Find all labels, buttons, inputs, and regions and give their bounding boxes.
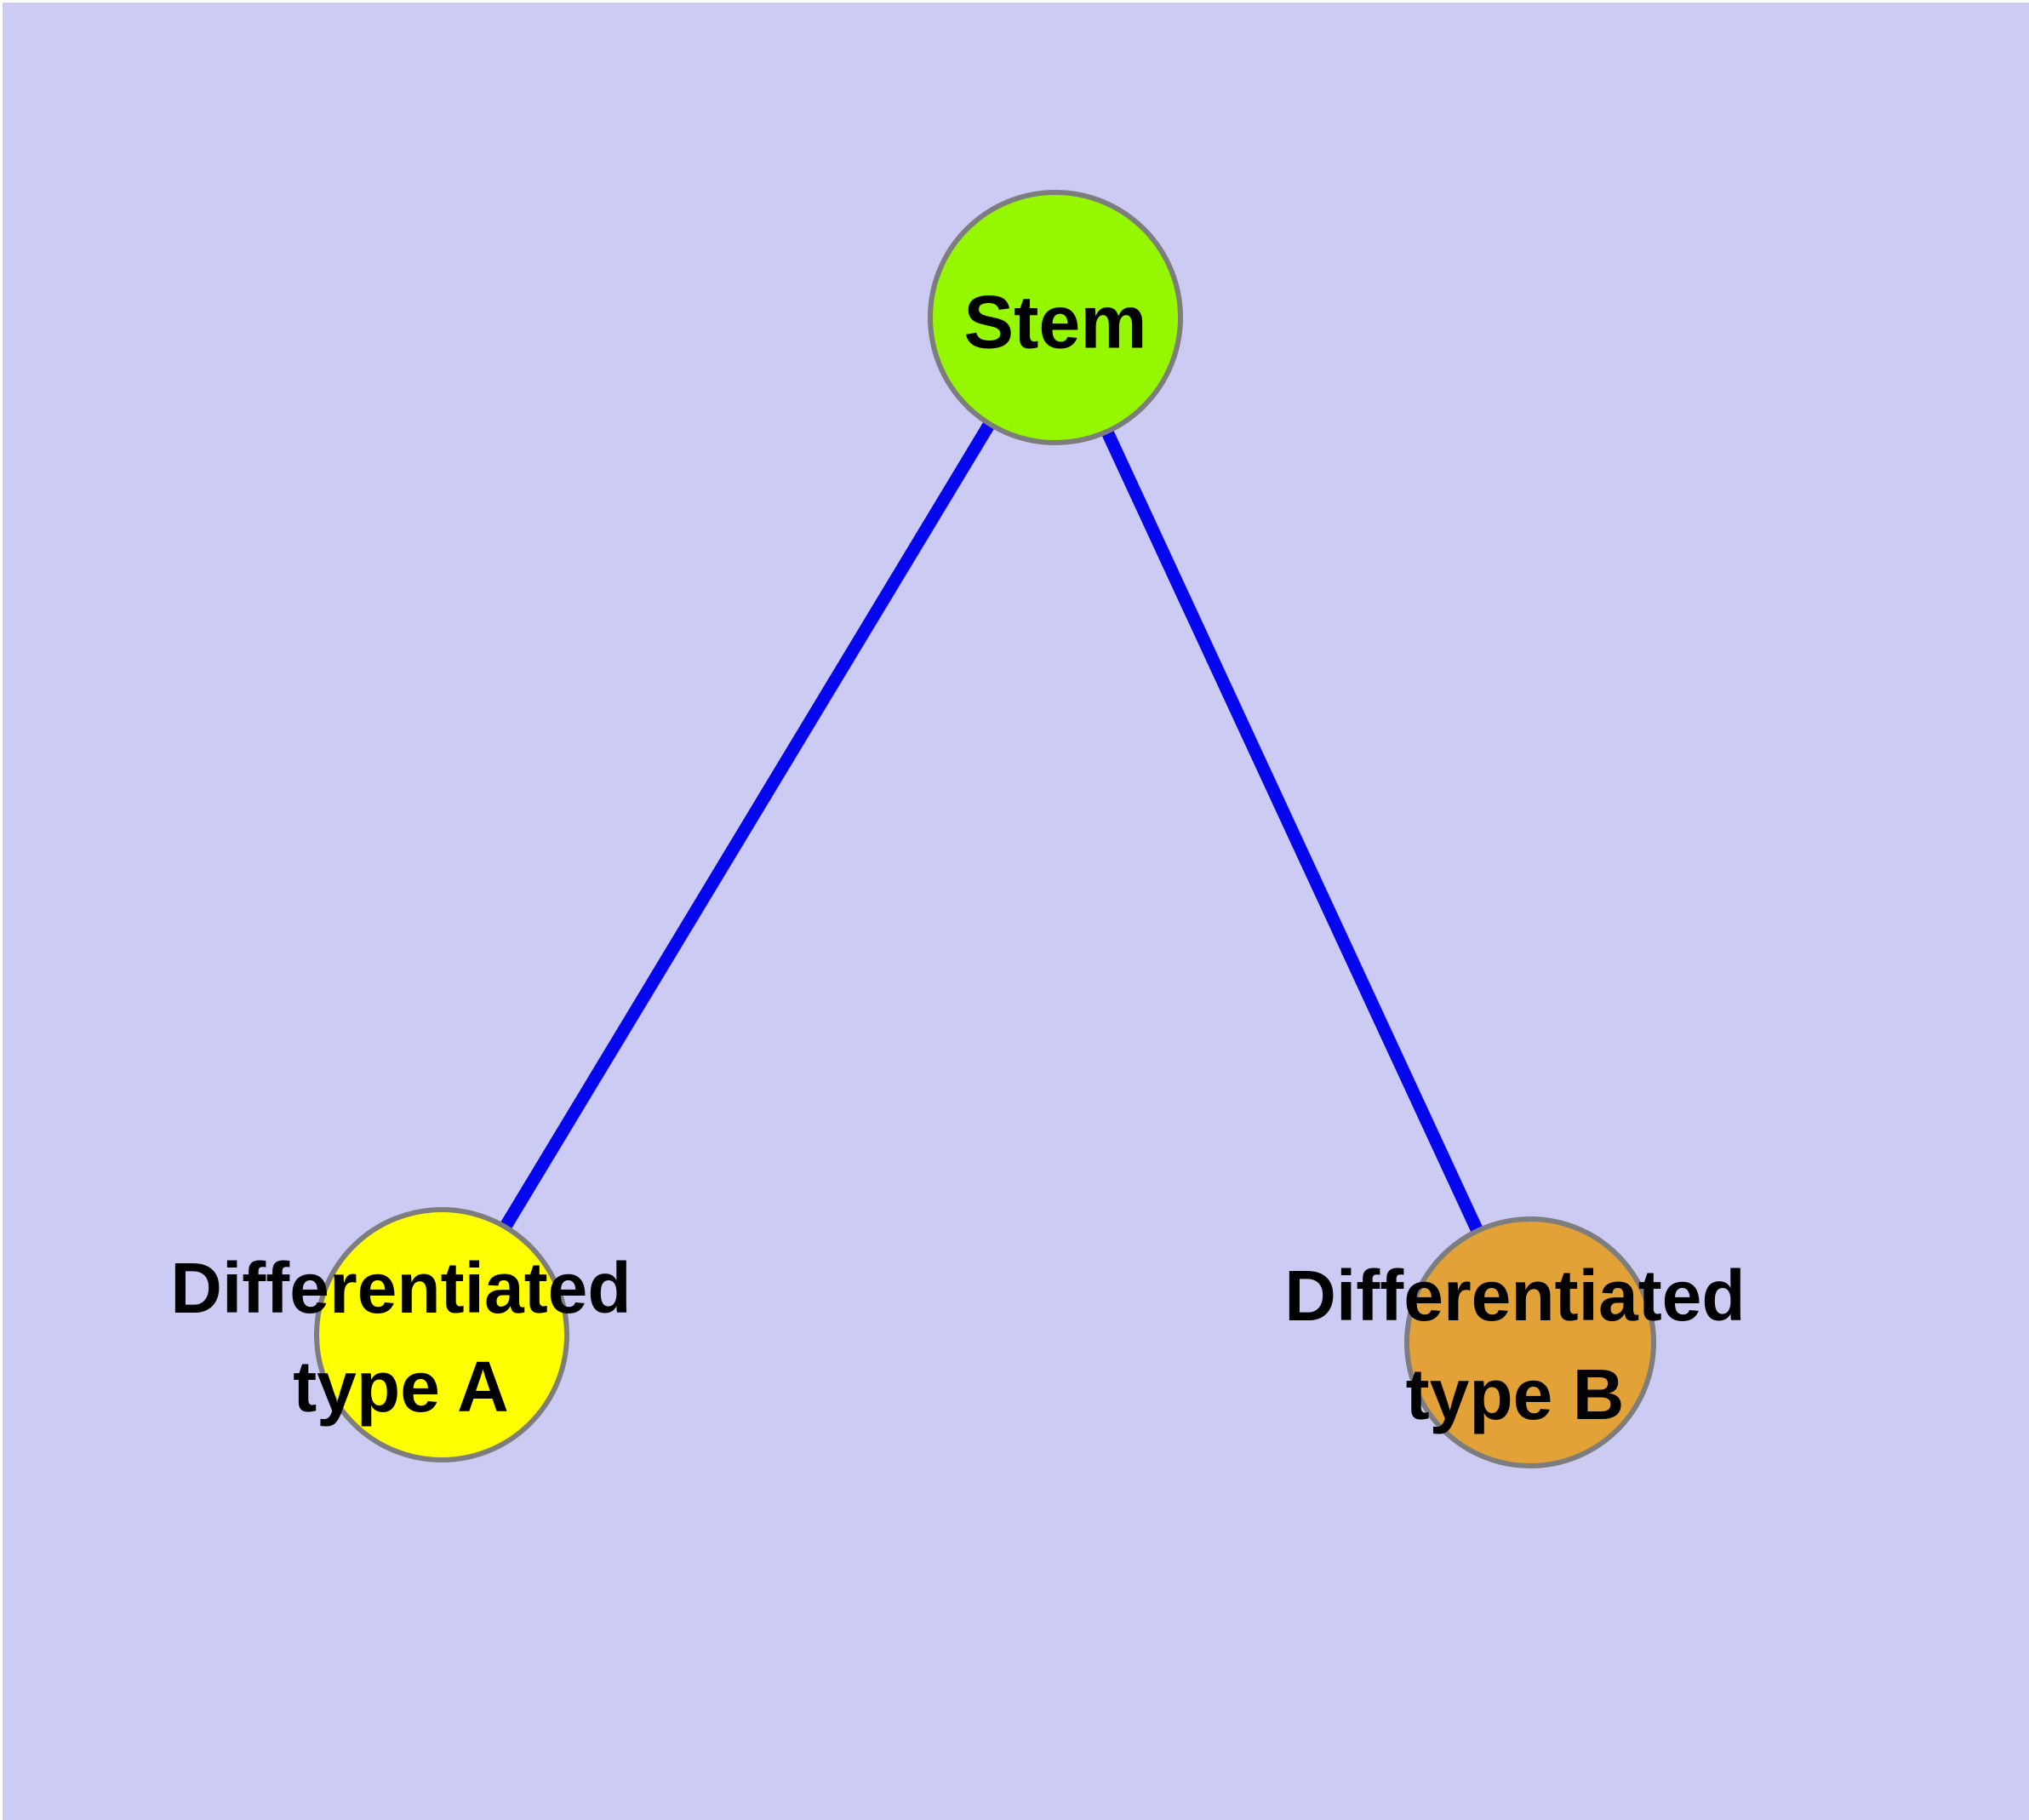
edge-stem-to-type-a — [436, 313, 1060, 1336]
edges-layer — [436, 313, 1535, 1343]
node-differentiated-type-a — [314, 1207, 569, 1462]
edge-stem-to-type-b — [1048, 314, 1535, 1343]
node-differentiated-type-b — [1404, 1216, 1656, 1468]
node-label-differentiated-type-b: Differentiated type B — [1284, 1256, 1746, 1434]
node-stem — [928, 190, 1183, 445]
node-label-differentiated-type-a: Differentiated type A — [170, 1248, 632, 1427]
node-label-stem: Stem — [963, 279, 1147, 364]
